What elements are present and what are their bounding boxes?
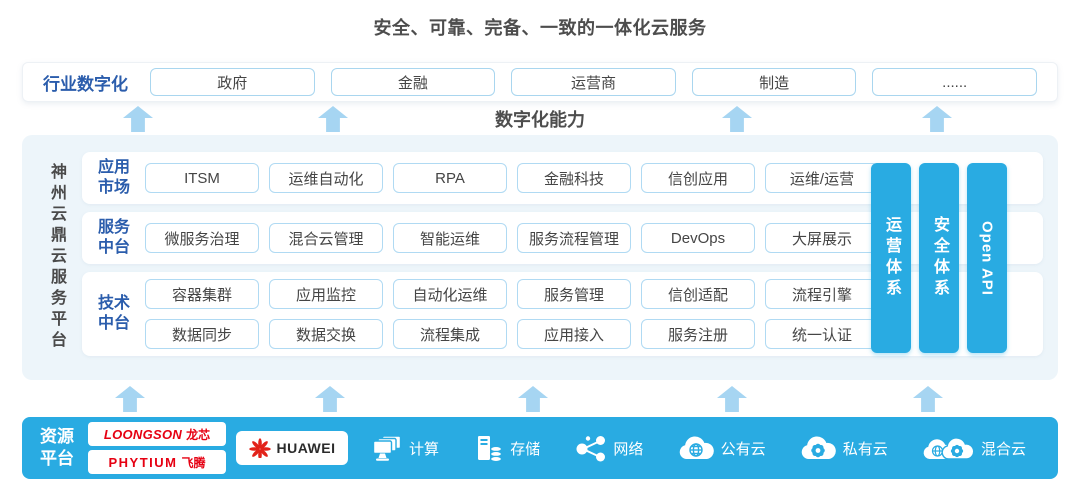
huawei-flower-icon: [248, 438, 271, 458]
resource-item-public-cloud: 公有云: [678, 435, 766, 461]
capability-box-data-sync: 数据同步: [145, 319, 259, 349]
capability-box-xinchuang-adapt: 信创适配: [641, 279, 755, 309]
resource-item-label: 计算: [409, 440, 440, 458]
capability-box-ops-automation: 运维自动化: [269, 163, 383, 193]
capability-box-process-engine: 流程引擎: [765, 279, 879, 309]
pillar-open-api: Open API: [967, 163, 1007, 353]
capability-box-service-mgmt: 服务管理: [517, 279, 631, 309]
capability-box-aiops: 智能运维: [393, 223, 507, 253]
phytium-cn-label: 飞腾: [181, 455, 206, 470]
row-label-app-market: 应用 市场: [97, 159, 130, 196]
up-arrow-icon: [518, 386, 548, 412]
capability-box-auto-ops: 自动化运维: [393, 279, 507, 309]
capability-box-container: 容器集群: [145, 279, 259, 309]
capability-box-dashboard: 大屏展示: [765, 223, 879, 253]
up-arrow-icon: [913, 386, 943, 412]
capability-box-itsm: ITSM: [145, 163, 259, 193]
capability-box-rpa: RPA: [393, 163, 507, 193]
row-boxes: ITSM 运维自动化 RPA 金融科技 信创应用 运维/运营: [145, 163, 879, 193]
platform-panel: 神州云鼎云服务平台 应用 市场 ITSM 运维自动化 RPA 金融科技 信创应用…: [22, 135, 1058, 380]
compute-icon: [372, 434, 402, 461]
resource-platform-bar: 资源 平台 LOONGSON 龙芯 PHYTIUM 飞腾: [22, 417, 1058, 479]
industry-chip-government: 政府: [150, 68, 315, 96]
capability-box-ops: 运维/运营: [765, 163, 879, 193]
capability-box-microservice: 微服务治理: [145, 223, 259, 253]
resource-items: 计算 存储: [348, 434, 1040, 462]
resource-item-private-cloud: 私有云: [800, 435, 888, 461]
capability-box-unified-auth: 统一认证: [765, 319, 879, 349]
capability-box-data-exchange: 数据交换: [269, 319, 383, 349]
industry-chip-finance: 金融: [330, 68, 496, 96]
capability-box-process-integration: 流程集成: [393, 319, 507, 349]
row-label-service-middle: 服务 中台: [97, 219, 130, 256]
industry-row: 行业数字化 政府 金融 运营商 制造 ......: [22, 62, 1058, 102]
resource-item-label: 私有云: [842, 440, 888, 458]
up-arrow-icon: [115, 386, 145, 412]
row-label-tech-middle: 技术 中台: [97, 295, 130, 332]
resource-item-network: 网络: [574, 435, 643, 462]
capability-box-app-monitor: 应用监控: [269, 279, 383, 309]
row-boxes: 微服务治理 混合云管理 智能运维 服务流程管理 DevOps 大屏展示: [145, 223, 879, 253]
resource-item-label: 存储: [510, 440, 541, 458]
industry-chip-more: ......: [872, 68, 1037, 96]
industry-row-label: 行业数字化: [43, 74, 128, 94]
capability-box-devops: DevOps: [641, 223, 755, 253]
private-cloud-icon: [801, 436, 836, 459]
platform-title: 神州云鼎云服务平台: [48, 163, 65, 352]
industry-chip-operator: 运营商: [511, 68, 676, 96]
industry-chip-manufacturing: 制造: [691, 68, 857, 96]
capability-box-app-access: 应用接入: [517, 319, 631, 349]
capability-box-fintech: 金融科技: [517, 163, 631, 193]
up-arrow-icon: [717, 386, 747, 412]
capability-label: 数字化能力: [495, 110, 585, 130]
industry-items: 政府 金融 运营商 制造 ......: [150, 68, 1037, 96]
hybrid-cloud-icon: [923, 437, 974, 460]
platform-rows: 应用 市场 ITSM 运维自动化 RPA 金融科技 信创应用 运维/运营 服务 …: [82, 152, 1043, 364]
up-arrow-icon: [315, 386, 345, 412]
huawei-wordmark: HUAWEI: [276, 440, 336, 456]
loongson-wordmark: LOONGSON: [103, 426, 183, 442]
phytium-logo: PHYTIUM 飞腾: [88, 450, 226, 474]
resource-item-compute: 计算: [372, 434, 440, 462]
vendor-logos: LOONGSON 龙芯 PHYTIUM 飞腾: [88, 422, 226, 474]
resource-item-label: 公有云: [720, 440, 766, 458]
phytium-wordmark: PHYTIUM: [108, 454, 178, 470]
resource-item-label: 混合云: [980, 440, 1026, 458]
capability-box-hybrid-mgmt: 混合云管理: [269, 223, 383, 253]
resource-platform-label: 资源 平台: [40, 426, 74, 468]
capability-box-xinchuang-app: 信创应用: [641, 163, 755, 193]
loongson-cn-label: 龙芯: [186, 427, 211, 442]
pillar-security-system: 安全体系: [919, 163, 959, 353]
row-boxes: 数据同步 数据交换 流程集成 应用接入 服务注册 统一认证: [145, 319, 879, 349]
resource-item-label: 网络: [613, 440, 644, 458]
capability-box-service-registry: 服务注册: [641, 319, 755, 349]
resource-item-hybrid-cloud: 混合云: [922, 435, 1026, 461]
row-boxes-stack: 容器集群 应用监控 自动化运维 服务管理 信创适配 流程引擎 数据同步 数据交换…: [145, 279, 879, 349]
huawei-logo: HUAWEI: [236, 431, 348, 465]
page-title: 安全、可靠、完备、一致的一体化云服务: [373, 18, 707, 38]
resource-item-storage: 存储: [473, 435, 540, 462]
row-boxes: 容器集群 应用监控 自动化运维 服务管理 信创适配 流程引擎: [145, 279, 879, 309]
loongson-logo: LOONGSON 龙芯: [88, 422, 226, 446]
pillar-operation-system: 运营体系: [871, 163, 911, 353]
public-cloud-icon: [679, 436, 714, 459]
network-icon: [576, 435, 606, 461]
storage-icon: [478, 435, 503, 462]
capability-box-service-flow: 服务流程管理: [517, 223, 631, 253]
